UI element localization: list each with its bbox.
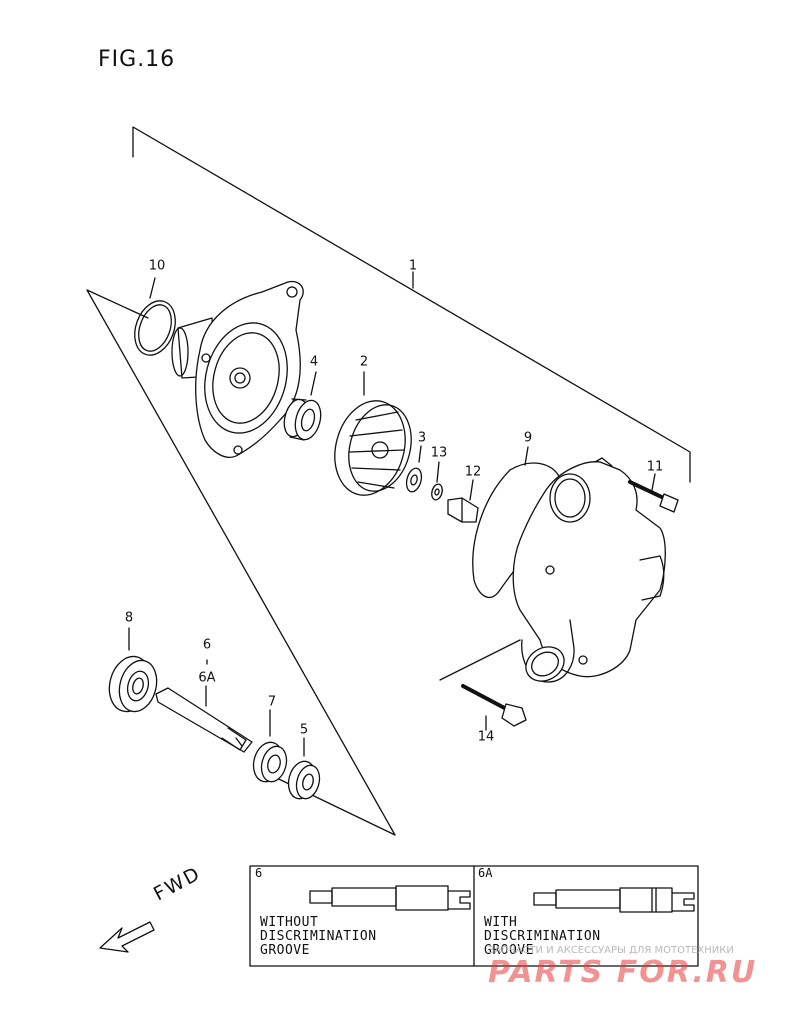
shaft-without-groove: [309, 885, 471, 911]
case-screw: [628, 473, 679, 513]
case-gasket: [472, 446, 561, 599]
bearing-7: [252, 709, 288, 783]
callout-11: 11: [646, 459, 664, 475]
callout-9: 9: [523, 430, 533, 446]
callout-12: 12: [464, 464, 482, 480]
o-ring: [134, 277, 176, 356]
callout-7: 7: [267, 694, 277, 710]
watermark-text: ЗАПЧАСТИ И АКСЕССУАРЫ ДЛЯ МОТОТЕХНИКИ: [488, 945, 734, 956]
impeller: [334, 371, 412, 496]
oil-seal: [287, 737, 321, 800]
callout-6: 6: [202, 637, 212, 653]
small-washer: [431, 461, 443, 501]
callout-5: 5: [299, 722, 309, 738]
detail-table: [249, 865, 699, 967]
pump-shaft: [155, 659, 253, 753]
pump-cover: [171, 280, 304, 458]
detail-left-id: 6: [255, 866, 263, 880]
mechanical-seal: [283, 371, 322, 441]
detail-right-id: 6A: [478, 866, 493, 880]
forward-arrow-icon: [99, 921, 155, 953]
detail-right-caption: WITH DISCRIMINATION GROOVE: [484, 915, 601, 958]
assembly-bracket: [132, 126, 691, 483]
callout-6a: 6A: [198, 670, 216, 686]
bearing-8: [108, 627, 158, 713]
callout-10: 10: [148, 258, 166, 274]
shaft-with-groove: [533, 887, 695, 913]
callout-4: 4: [309, 354, 319, 370]
figure-title: FIG.16: [98, 47, 176, 72]
callout-8: 8: [124, 610, 134, 626]
pump-case: [439, 457, 666, 683]
detail-left-caption: WITHOUT DISCRIMINATION GROOVE: [260, 915, 377, 958]
long-bolt: [461, 684, 527, 731]
callout-14: 14: [477, 729, 495, 745]
callout-13: 13: [430, 445, 448, 461]
watermark-logo: PARTS FOR.RU: [488, 955, 758, 990]
callout-2: 2: [359, 354, 369, 370]
callout-1: 1: [408, 258, 418, 274]
subassembly-bracket: [86, 289, 396, 836]
impeller-bolt: [447, 479, 479, 523]
washer: [405, 445, 423, 493]
callout-3: 3: [417, 430, 427, 446]
